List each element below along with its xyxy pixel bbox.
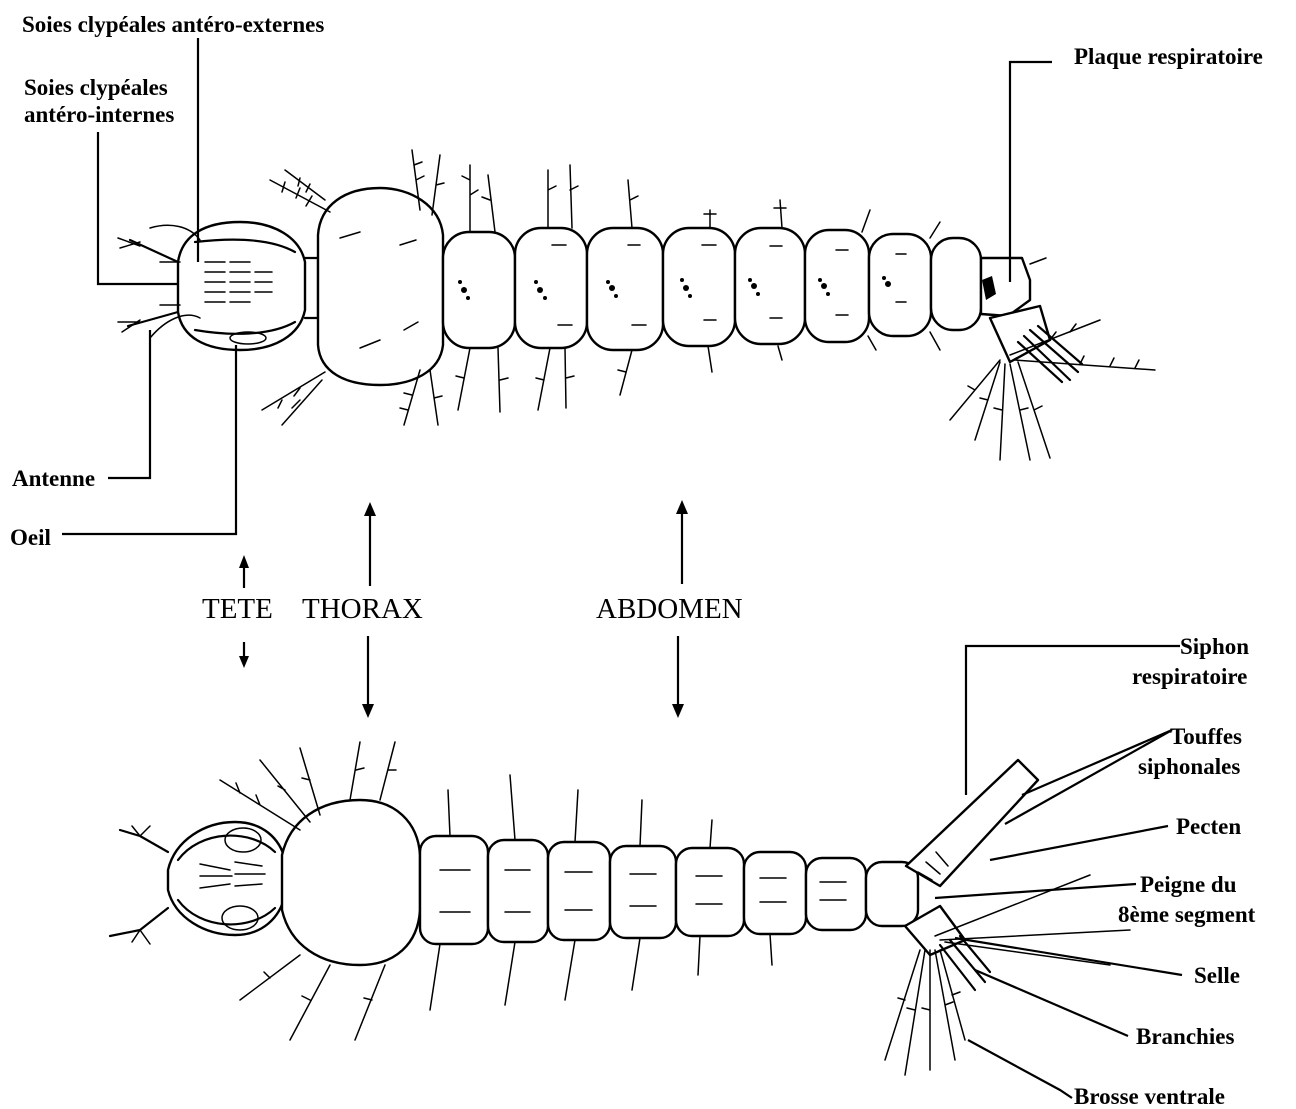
label-oeil: Oeil: [10, 525, 51, 550]
anopheles-thorax: [318, 188, 443, 385]
label-brosse-ventrale: Brosse ventrale: [1074, 1084, 1225, 1109]
culex-thorax: [282, 800, 420, 965]
label-antenne: Antenne: [12, 466, 95, 491]
culex-head: [110, 822, 285, 944]
anopheles-head: [118, 222, 305, 350]
label-abdomen: ABDOMEN: [596, 593, 743, 625]
label-soies-internes-line1: Soies clypéales: [24, 75, 168, 100]
anopheles-brush: [950, 320, 1155, 460]
label-touffes-line2: siphonales: [1138, 754, 1240, 779]
label-soies-internes-line2: antéro-internes: [24, 102, 174, 127]
culex-larva: [110, 742, 1130, 1075]
label-tete: TETE: [202, 593, 273, 625]
label-soies-externes: Soies clypéales antéro-externes: [22, 12, 324, 37]
label-thorax: THORAX: [302, 593, 423, 625]
label-siphon-line1: Siphon: [1180, 634, 1249, 659]
label-siphon-line2: respiratoire: [1132, 664, 1247, 689]
label-selle: Selle: [1194, 963, 1240, 988]
culex-siphon: [906, 760, 1038, 886]
label-plaque-respiratoire: Plaque respiratoire: [1074, 44, 1263, 69]
anopheles-abdomen: [340, 228, 1082, 382]
label-peigne-line2: 8ème segment: [1118, 902, 1256, 927]
label-touffes-line1: Touffes: [1170, 724, 1242, 749]
leader-lines: [62, 38, 1182, 1098]
label-peigne-line1: Peigne du: [1140, 872, 1237, 897]
anopheles-larva: [118, 150, 1155, 460]
label-branchies: Branchies: [1136, 1024, 1234, 1049]
label-pecten: Pecten: [1176, 814, 1241, 839]
